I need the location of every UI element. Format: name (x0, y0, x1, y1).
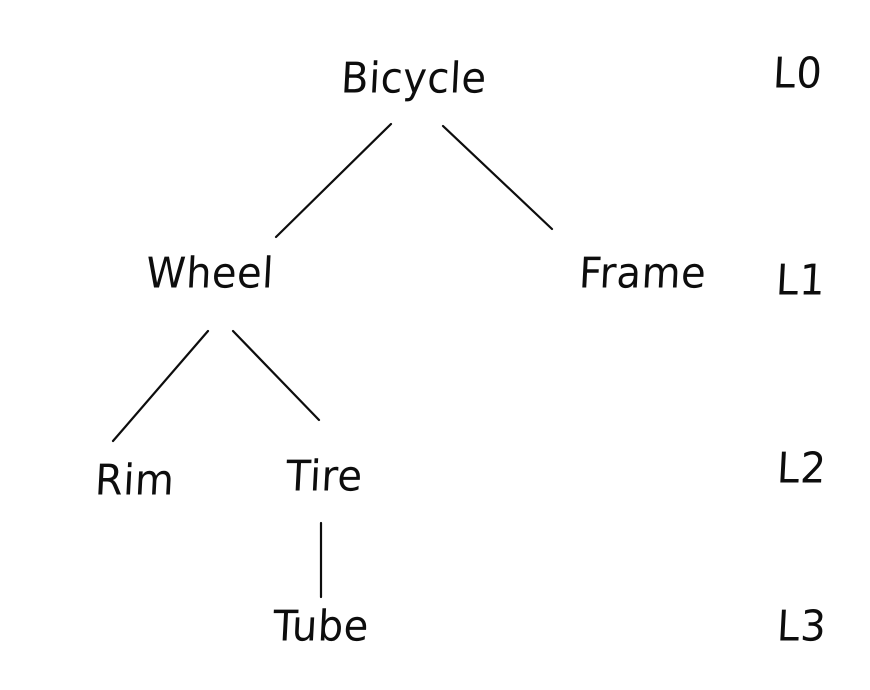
node-tube: Tube (271, 602, 371, 652)
level-label-l3: L3 (775, 602, 829, 652)
node-bicycle: Bicycle (339, 54, 488, 104)
edge-bicycle-frame (441, 124, 554, 231)
level-label-l2: L2 (775, 444, 829, 494)
node-frame: Frame (577, 249, 708, 299)
node-tire: Tire (284, 452, 364, 502)
level-label-l0: L0 (771, 49, 825, 99)
node-wheel: Wheel (144, 249, 276, 299)
edge-wheel-tire (231, 329, 321, 422)
edge-bicycle-wheel (274, 122, 393, 239)
level-label-l1: L1 (774, 256, 828, 306)
node-rim: Rim (93, 456, 176, 506)
edge-wheel-rim (111, 329, 210, 443)
